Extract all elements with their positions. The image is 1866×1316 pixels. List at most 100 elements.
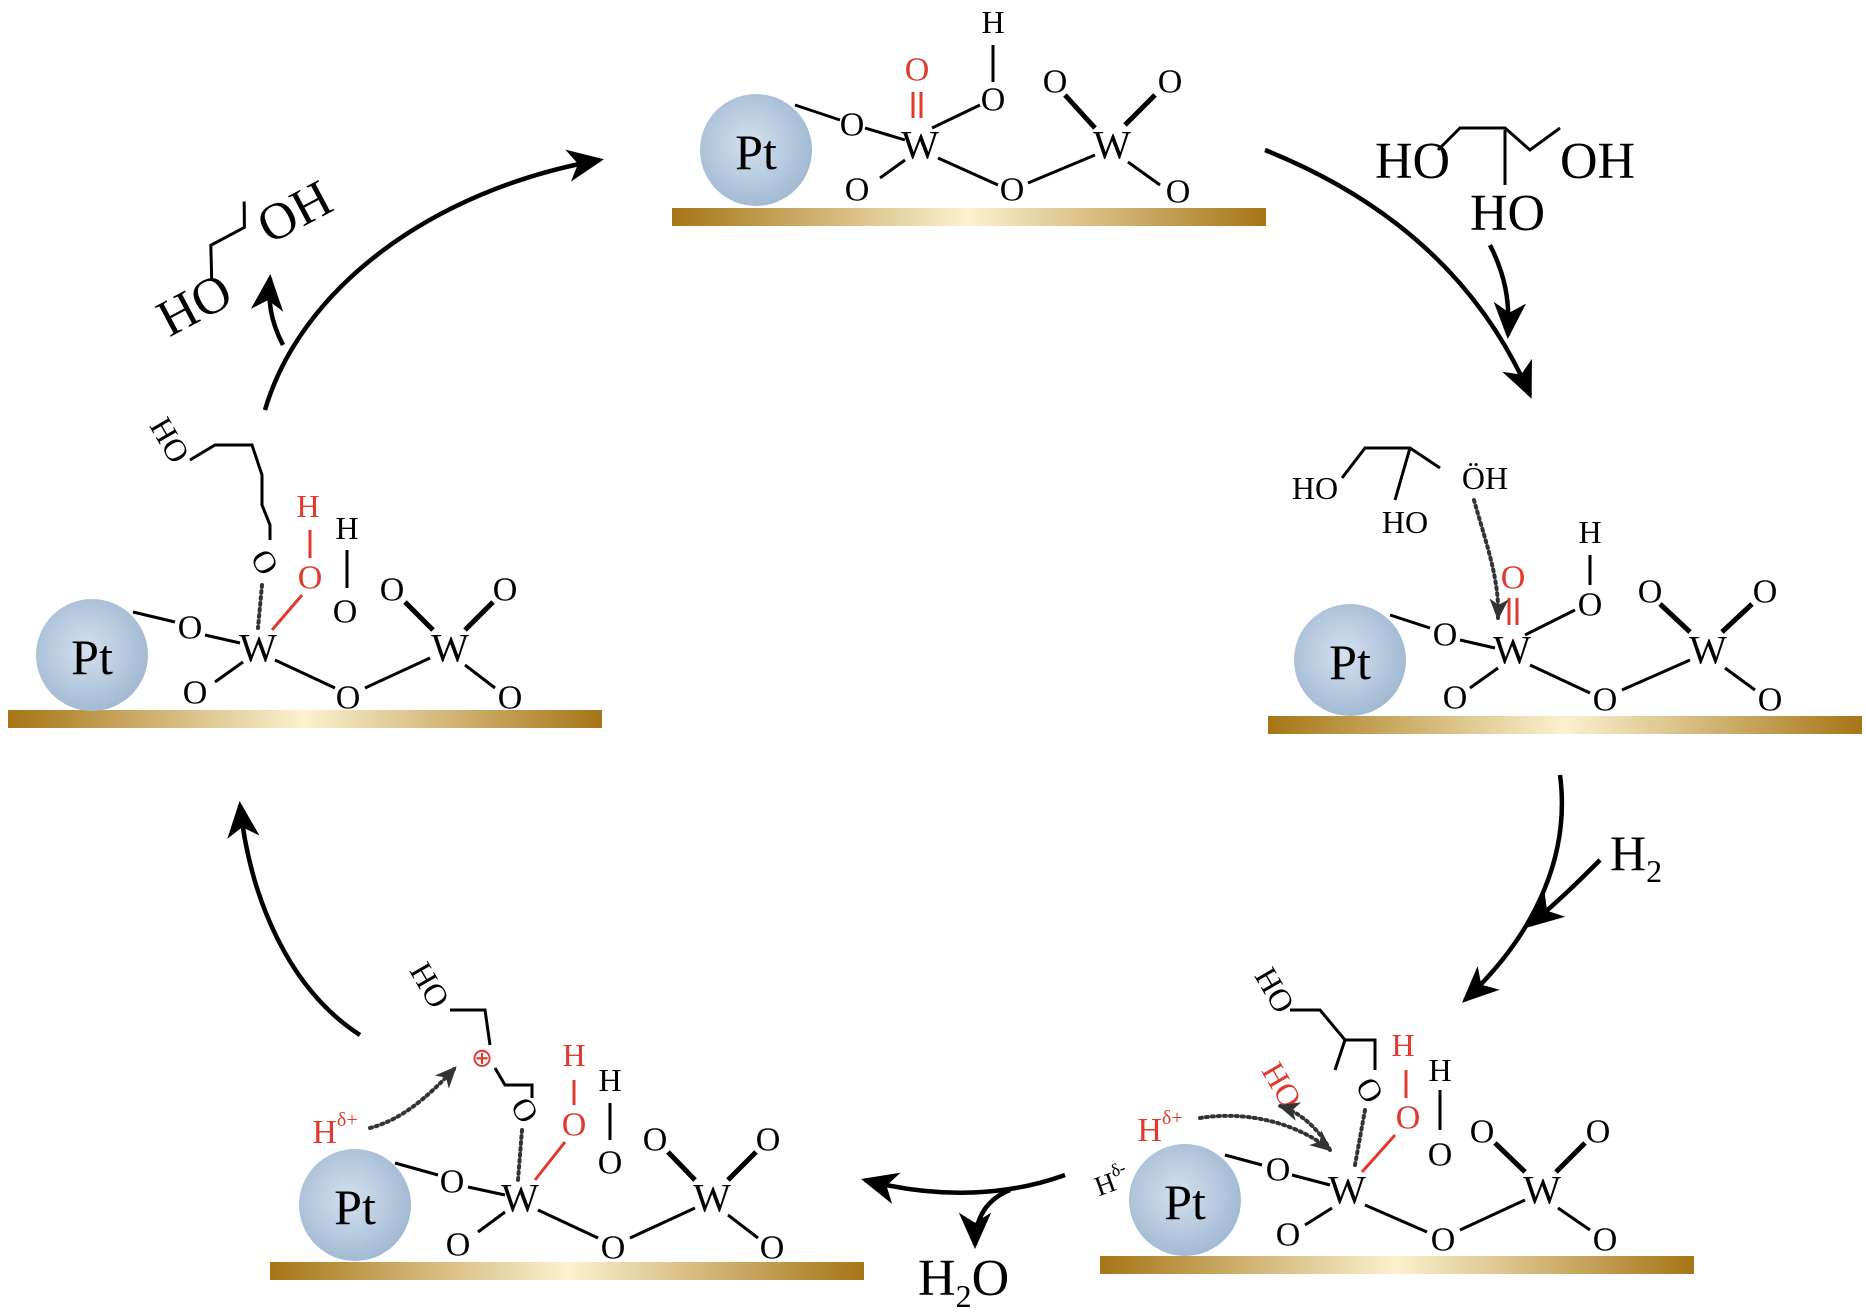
arrow-product-out: [250, 273, 285, 347]
proton-to-carbocation-arrow: [368, 1066, 457, 1130]
atom-h-red: H: [562, 1037, 585, 1073]
glycerol-ho: HO: [1382, 504, 1428, 540]
atom-o: O: [1443, 680, 1468, 717]
support-bar: [270, 1262, 864, 1280]
arrow-top-left: [262, 149, 604, 411]
structure-top: Pt O W O O H O O W O O O: [672, 4, 1266, 226]
atom-w: W: [1523, 1168, 1561, 1213]
atom-o-red: O: [298, 560, 323, 597]
pt-particle: [1129, 1144, 1241, 1256]
arrow-h2-in: [1526, 858, 1602, 928]
atom-o: O: [1593, 1222, 1618, 1259]
structure-bottom-right: Pt Hδ- Hδ+ O W O H H O O O W O O O HO HO…: [1090, 961, 1694, 1274]
glycerol-oh-lone-pair: ÖH: [1462, 460, 1508, 496]
cycle-arrows: [227, 147, 1602, 1250]
atom-o: O: [178, 610, 203, 647]
support-bar: [672, 208, 1266, 226]
atom-h: H: [1578, 514, 1601, 550]
glycerol-ho-left: HO: [1375, 133, 1450, 190]
alkoxide-o: O: [504, 1091, 547, 1129]
atom-o: O: [183, 675, 208, 712]
product-ho: HO: [148, 263, 241, 349]
atom-o: O: [440, 1164, 465, 1201]
atom-w: W: [901, 123, 939, 168]
nucleophilic-attack-arrow: [1472, 498, 1509, 621]
chain-ho: HO: [403, 956, 457, 1014]
atom-w: W: [501, 1176, 539, 1221]
proton-label: Hδ+: [312, 1109, 357, 1151]
water-product: H2O: [918, 1250, 1009, 1314]
pt-particle: [299, 1149, 411, 1261]
atom-o: O: [756, 1122, 781, 1159]
atom-o-bridge: O: [601, 1230, 626, 1267]
pt-label: Pt: [1164, 1174, 1206, 1230]
glycerol-ho-middle: HO: [1470, 185, 1545, 242]
atom-o-bridge: O: [1000, 172, 1025, 209]
product-oh: OH: [248, 170, 341, 256]
water-label: H2O: [918, 1250, 1009, 1314]
atom-o-oxo: O: [1501, 560, 1526, 597]
atom-w: W: [1328, 1168, 1366, 1213]
chain-ho: HO: [143, 411, 197, 469]
atom-o: O: [1586, 1114, 1611, 1151]
h2-reactant: H2: [1610, 825, 1662, 889]
structure-left: Pt O W O H H O O O W O O O HO O: [8, 411, 602, 728]
atom-o: O: [1158, 64, 1183, 101]
atom-o-red: O: [562, 1107, 587, 1144]
atom-o: O: [760, 1230, 785, 1267]
atom-o: O: [1433, 617, 1458, 654]
hydroxyl-leaving-arrow: [1277, 1102, 1332, 1152]
glycerol-ho: HO: [1292, 470, 1338, 506]
atom-o: O: [1043, 64, 1068, 101]
atom-o: O: [1266, 1152, 1291, 1189]
pt-particle: [700, 94, 812, 206]
pt-particle: [1294, 604, 1406, 716]
propanediol-product: HO OH: [148, 170, 341, 349]
pt-label: Pt: [71, 629, 113, 685]
glycerol-oh-right: OH: [1560, 133, 1635, 190]
atom-w: W: [693, 1176, 731, 1221]
atom-h: H: [598, 1062, 621, 1098]
support-bar: [8, 710, 602, 728]
h2-label: H2: [1610, 825, 1662, 889]
pt-particle: [36, 599, 148, 711]
atom-o: O: [498, 680, 523, 717]
atom-h-red: H: [296, 488, 319, 524]
atom-o: O: [1276, 1217, 1301, 1254]
atom-o-red: O: [1396, 1100, 1421, 1137]
pt-label: Pt: [334, 1179, 376, 1235]
glycerol-reactant: HO OH HO: [1375, 126, 1635, 242]
alkoxide-o: O: [244, 543, 287, 581]
atom-o-bridge: O: [1593, 682, 1618, 719]
atom-h-red: H: [1391, 1027, 1414, 1063]
atom-h: H: [981, 4, 1004, 40]
atom-o: O: [493, 572, 518, 609]
atom-o: O: [1753, 574, 1778, 611]
atom-o: O: [845, 172, 870, 209]
atom-o-hydroxyl: O: [1428, 1137, 1453, 1174]
carbocation: ⊕: [471, 1044, 493, 1073]
structure-right: Pt O W O O H O O W O O O HO HO ÖH: [1268, 446, 1862, 734]
arrow-water-out: [958, 1187, 1011, 1250]
atom-w: W: [239, 626, 277, 671]
support-bar: [1100, 1256, 1694, 1274]
arrow-left-up: [227, 800, 362, 1037]
atom-o-bridge: O: [336, 680, 361, 717]
atom-o: O: [1166, 174, 1191, 211]
atom-w: W: [1493, 628, 1531, 673]
pt-label: Pt: [735, 124, 777, 180]
structure-bottom-left: Pt Hδ+ O W O H H O O O W O O O HO ⊕ O: [270, 956, 864, 1280]
atom-o-hydroxyl: O: [333, 594, 358, 631]
atom-o-bridge: O: [1431, 1222, 1456, 1259]
arrow-glycerol-in: [1487, 243, 1527, 340]
pt-label: Pt: [1329, 634, 1371, 690]
atom-h: H: [1428, 1052, 1451, 1088]
atom-o-hydroxyl: O: [598, 1145, 623, 1182]
atom-o: O: [1758, 682, 1783, 719]
arrow-bottom-left: [861, 1172, 1066, 1204]
atom-o: O: [1470, 1114, 1495, 1151]
atom-o: O: [446, 1227, 471, 1264]
atom-w: W: [431, 626, 469, 671]
support-bar: [1268, 716, 1862, 734]
